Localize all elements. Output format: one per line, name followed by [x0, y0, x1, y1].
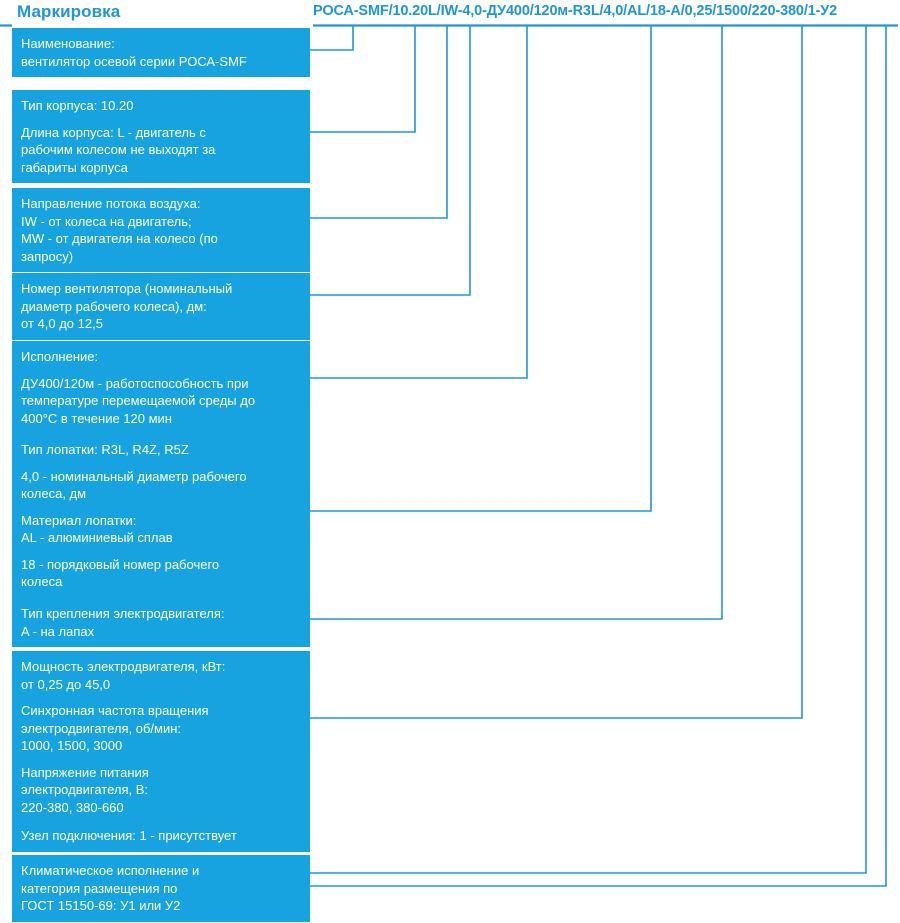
- box-line: ДУ400/120м - работоспособность при: [21, 375, 249, 391]
- box-fan-number: Номер вентилятора (номинальный диаметр ра…: [12, 273, 310, 340]
- link-climatic: [310, 26, 887, 887]
- box-line: A - на лапах: [21, 623, 95, 639]
- link-motor-power: [310, 26, 803, 719]
- box-line: Климатическое исполнение и: [21, 863, 200, 878]
- box-line: Тип крепления электродвигателя:: [21, 606, 225, 621]
- box-line: температуре перемещаемой среды до: [21, 393, 256, 408]
- box-line: ГОСТ 15150-69: У1 или У2: [21, 898, 181, 913]
- box-line: Направление потока воздуха:: [21, 196, 201, 211]
- link-blade-type: [310, 26, 652, 512]
- box-line: 1000, 1500, 3000: [21, 738, 123, 753]
- box-line: Исполнение:: [21, 349, 99, 364]
- box-line: от 4,0 до 12,5: [21, 316, 103, 331]
- box-line: 400°C в течение 120 мин: [21, 410, 172, 426]
- box-airflow-direction: Направление потока воздуха: IW - от колес…: [12, 188, 310, 272]
- box-line: вентилятор осевой серии РОСА-SMF: [21, 53, 247, 69]
- link-airflow: [310, 26, 448, 219]
- box-line: AL - алюминиевый сплав: [21, 530, 173, 545]
- box-motor-power: Мощность электродвигателя, кВт: от 0,25 д…: [12, 651, 310, 823]
- link-connection-unit: [310, 26, 867, 874]
- marking-code: РОСА-SMF/10.20L/IW-4,0-ДУ400/120м-R3L/4,…: [313, 3, 838, 19]
- box-line: 18 - порядковый номер рабочего: [21, 556, 220, 572]
- box-line: колеса, дм: [21, 486, 87, 501]
- link-housing-type: [310, 26, 416, 133]
- box-line: габариты корпуса: [21, 159, 128, 175]
- box-climatic-version: Климатическое исполнение и категория разм…: [12, 855, 310, 922]
- box-line: колеса: [21, 574, 63, 589]
- box-line: Узел подключения: 1 - присутствует: [21, 828, 237, 843]
- box-line: от 0,25 до 45,0: [21, 676, 111, 692]
- box-line: Тип лопатки: R3L, R4Z, R5Z: [21, 442, 189, 457]
- box-line: IW - от колеса на двигатель;: [21, 213, 192, 229]
- box-line: Мощность электродвигателя, кВт:: [21, 659, 226, 674]
- box-line: электродвигателя, об/мин:: [21, 720, 182, 736]
- link-motor-mounting: [310, 26, 723, 620]
- box-blade-type: Тип лопатки: R3L, R4Z, R5Z 4,0 - номиналь…: [12, 434, 310, 598]
- box-fire-rating: Исполнение: ДУ400/120м - работоспособност…: [12, 341, 310, 434]
- box-line: рабочим колесом не выходят за: [21, 142, 216, 157]
- box-line: Длина корпуса: L - двигатель с: [21, 124, 206, 140]
- box-line: Номер вентилятора (номинальный: [21, 281, 233, 296]
- box-motor-mounting: Тип крепления электродвигателя: A - на ла…: [12, 598, 310, 647]
- box-line: Напряжение питания: [21, 764, 149, 780]
- box-connection-unit: Узел подключения: 1 - присутствует: [12, 820, 310, 852]
- box-line: категория размещения по: [21, 880, 178, 896]
- box-line: Синхронная частота вращения: [21, 703, 209, 718]
- box-line: 4,0 - номинальный диаметр рабочего: [21, 468, 247, 484]
- box-line: запросу): [21, 248, 74, 264]
- box-line: 220-380, 380-660: [21, 799, 124, 815]
- box-line: Материал лопатки:: [21, 512, 137, 528]
- box-designation: Наименование: вентилятор осевой серии РОС…: [12, 28, 310, 77]
- page-title: Маркировка: [17, 2, 121, 21]
- link-fan-number: [310, 26, 471, 296]
- box-line: MW - от двигателя на колесо (по: [21, 231, 218, 246]
- link-designation: [310, 26, 354, 51]
- box-line: диаметр рабочего колеса), дм:: [21, 298, 207, 314]
- box-line: электродвигателя, В:: [21, 782, 149, 797]
- box-line: Тип корпуса: 10.20: [21, 98, 134, 113]
- box-line: Наименование:: [21, 36, 115, 51]
- link-fire-rating: [310, 26, 528, 379]
